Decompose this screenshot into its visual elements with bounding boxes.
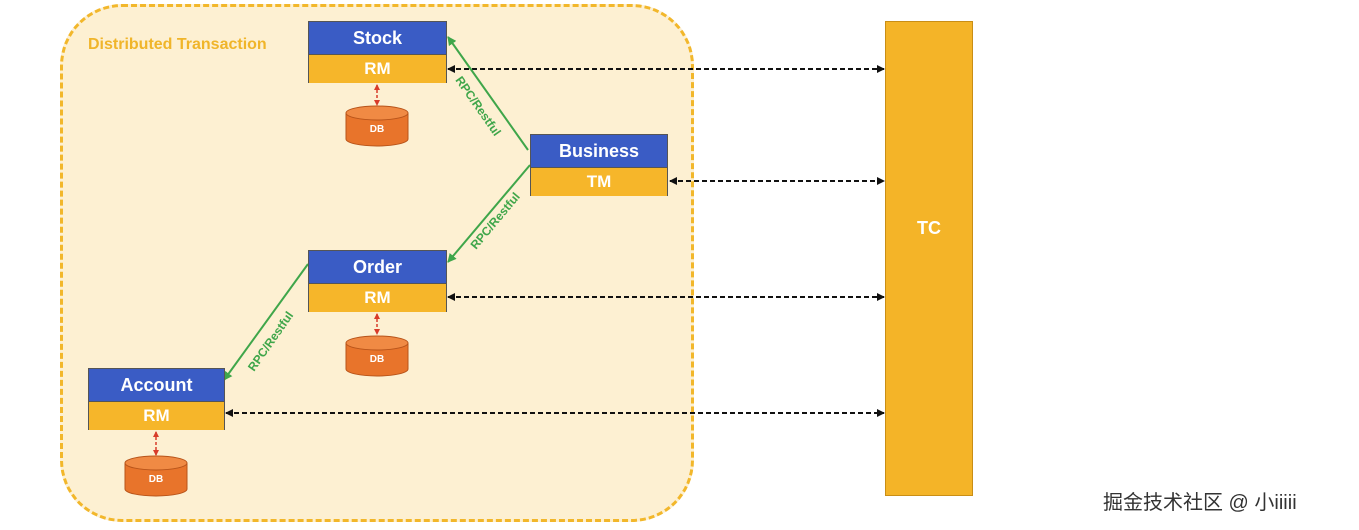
order-service-name: Order — [309, 251, 446, 284]
account-service-role: RM — [89, 402, 224, 430]
business-to-order-arrow — [447, 164, 531, 263]
stock-service-name: Stock — [309, 22, 446, 55]
stock-service-role: RM — [309, 55, 446, 83]
transaction-coordinator: TC — [885, 21, 973, 496]
order-db-label: DB — [370, 354, 384, 365]
watermark: 掘金技术社区 @ 小iiiii — [1103, 492, 1297, 514]
stock-db-icon: DB — [345, 105, 409, 147]
order-to-account-arrow — [223, 263, 309, 381]
business-to-stock-arrow — [447, 36, 529, 151]
stock-service: Stock RM — [308, 21, 447, 83]
business-service: Business TM — [530, 134, 668, 196]
order-service: Order RM — [308, 250, 447, 312]
account-db-icon: DB — [124, 455, 188, 497]
order-service-role: RM — [309, 284, 446, 312]
account-service: Account RM — [88, 368, 225, 430]
business-service-name: Business — [531, 135, 667, 168]
stock-db-label: DB — [370, 124, 384, 135]
rpc-label-order: RPC/Restful — [468, 190, 523, 252]
account-service-name: Account — [89, 369, 224, 402]
order-db-icon: DB — [345, 335, 409, 377]
account-db-label: DB — [149, 474, 163, 485]
business-service-role: TM — [531, 168, 667, 196]
zone-title: Distributed Transaction — [88, 36, 267, 53]
transaction-coordinator-label: TC — [917, 218, 941, 238]
